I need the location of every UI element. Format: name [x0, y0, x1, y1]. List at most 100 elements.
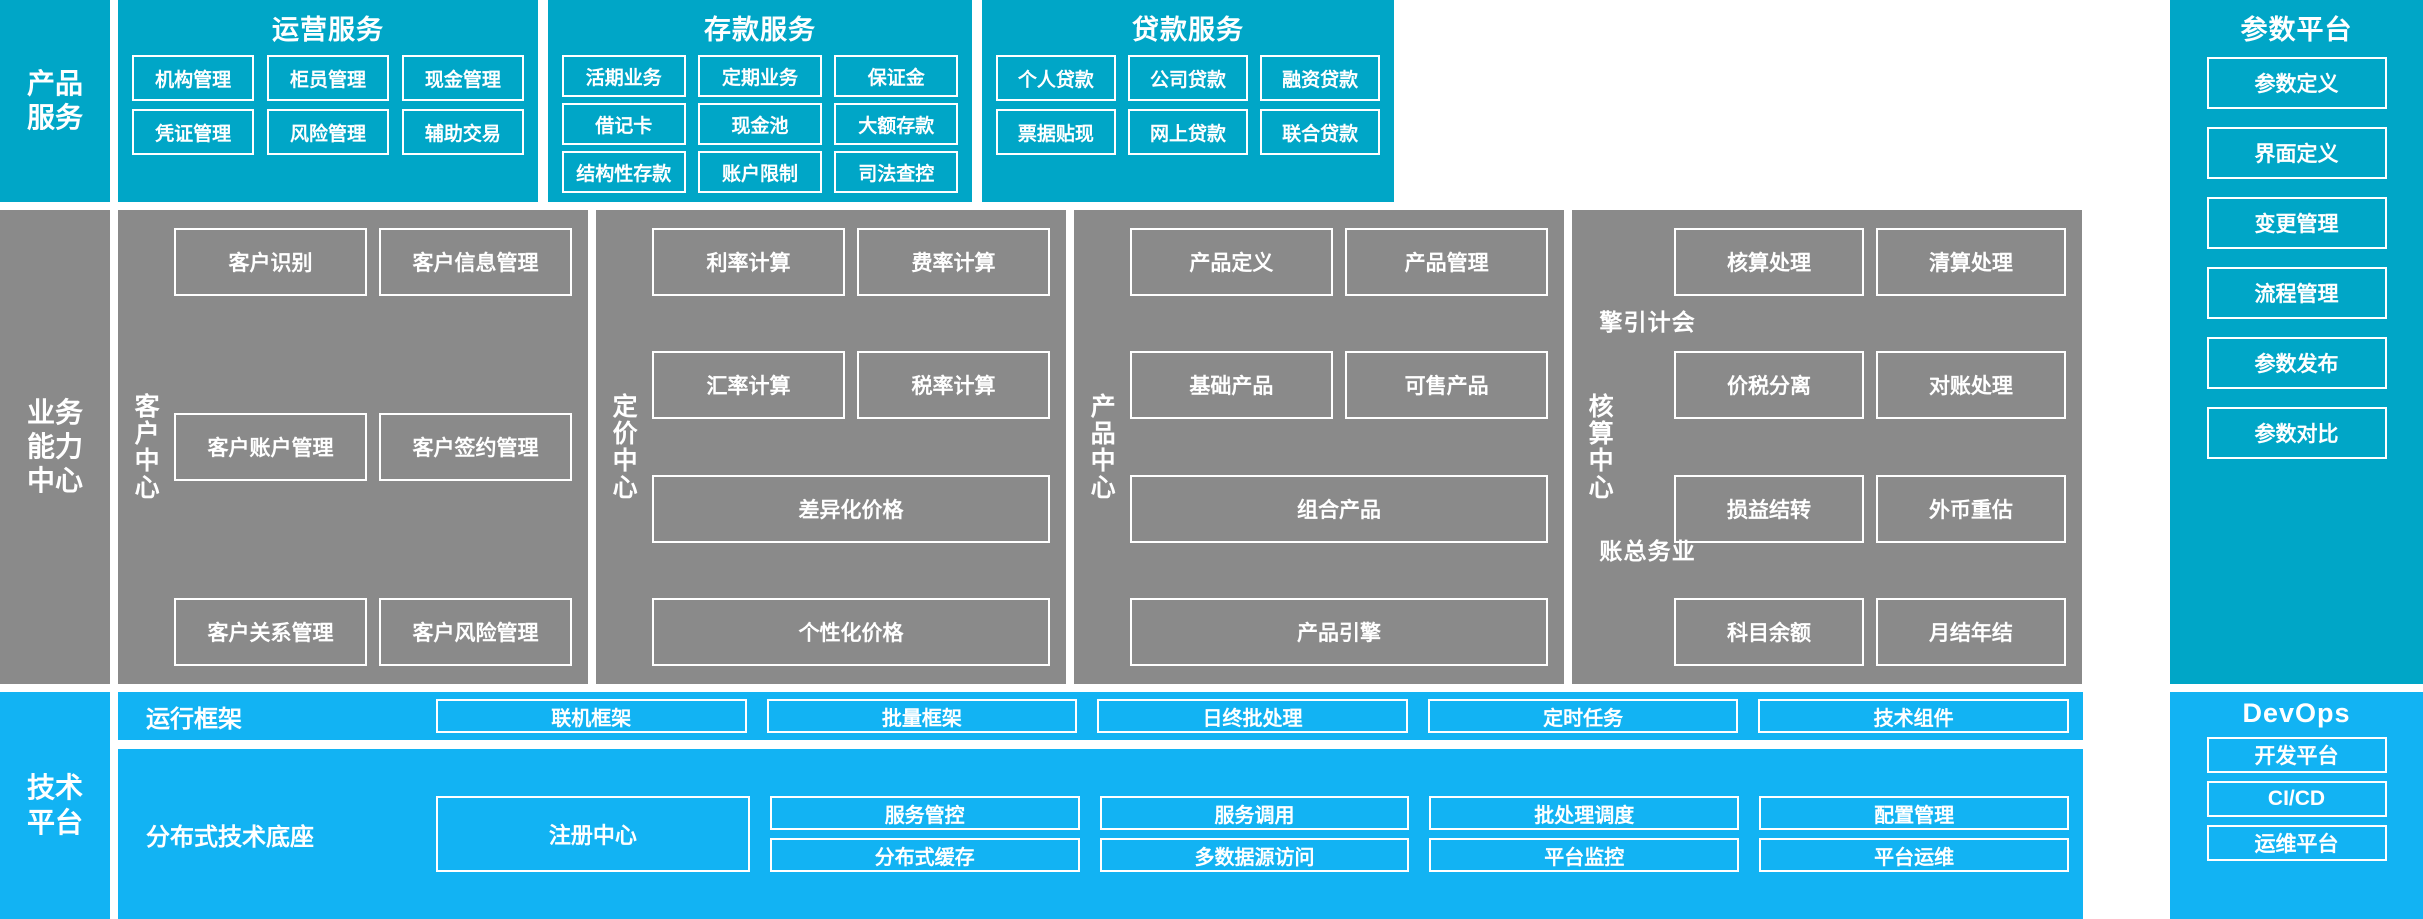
cell-risk-mgmt[interactable]: 风险管理 — [266, 109, 390, 155]
cell-online-framework[interactable]: 联机框架 — [436, 699, 747, 733]
cell-teller-mgmt[interactable]: 柜员管理 — [266, 55, 390, 101]
accounting-subgroup-labels: 会计引擎 业务总账 — [1595, 218, 1695, 676]
cell-price-tax-separation[interactable]: 价税分离 — [1674, 351, 1865, 420]
base-column-1: 服务管控 分布式缓存 — [769, 796, 1080, 872]
cell-time-deposit[interactable]: 定期业务 — [698, 55, 822, 97]
panel-product-center: 产品中心 产品定义 产品管理 基础产品 可售产品 组合产品 产品引擎 — [1074, 210, 1564, 684]
cell-platform-operations[interactable]: 平台运维 — [1759, 838, 2069, 872]
cell-demand-deposit[interactable]: 活期业务 — [562, 55, 686, 97]
cell-corporate-loan[interactable]: 公司贷款 — [1128, 55, 1248, 101]
base-column-2: 服务调用 多数据源访问 — [1099, 796, 1410, 872]
cell-auxiliary-transaction[interactable]: 辅助交易 — [401, 109, 524, 155]
accounting-center-grid: 核算处理 清算处理 价税分离 对账处理 损益结转 外币重估 科目余额 月结年结 — [1668, 218, 2072, 676]
cell-differentiated-pricing[interactable]: 差异化价格 — [652, 474, 1050, 543]
cell-parameter-comparison[interactable]: 参数对比 — [2206, 407, 2387, 459]
cell-cash-pool[interactable]: 现金池 — [698, 103, 822, 145]
panel-pricing-center: 定价中心 利率计算 费率计算 汇率计算 税率计算 差异化价格 个性化价格 — [596, 210, 1066, 684]
panel-parameter-platform: 参数平台 参数定义 界面定义 变更管理 流程管理 参数发布 参数对比 — [2170, 0, 2423, 684]
operations-cell-grid: 机构管理 柜员管理 现金管理 凭证管理 风险管理 辅助交易 — [132, 55, 524, 163]
cell-development-platform[interactable]: 开发平台 — [2206, 737, 2387, 773]
cell-online-loan[interactable]: 网上贷款 — [1128, 109, 1248, 155]
cell-registry-center[interactable]: 注册中心 — [436, 796, 750, 872]
runtime-framework-name: 运行框架 — [146, 705, 242, 733]
panel-loan-services: 贷款服务 个人贷款 公司贷款 融资贷款 票据贴现 网上贷款 联合贷款 — [982, 0, 1394, 202]
cell-customer-relationship-mgmt[interactable]: 客户关系管理 — [174, 598, 368, 666]
cell-product-definition[interactable]: 产品定义 — [1130, 228, 1333, 296]
product-services-panels: 运营服务 机构管理 柜员管理 现金管理 凭证管理 风险管理 辅助交易 存款服务 … — [118, 0, 2423, 202]
vlabel-product-center: 产品中心 — [1087, 393, 1116, 501]
cell-customer-identification[interactable]: 客户识别 — [174, 228, 368, 296]
cell-parameter-definition[interactable]: 参数定义 — [2206, 57, 2387, 109]
customer-center-grid: 客户识别 客户信息管理 客户账户管理 客户签约管理 客户关系管理 客户风险管理 — [168, 218, 578, 676]
cell-exchange-rate-calc[interactable]: 汇率计算 — [652, 351, 846, 420]
panel-title-deposit: 存款服务 — [704, 15, 816, 45]
cell-reconciliation-processing[interactable]: 对账处理 — [1875, 351, 2066, 420]
cell-customer-info-mgmt[interactable]: 客户信息管理 — [378, 228, 572, 296]
cell-service-invocation[interactable]: 服务调用 — [1099, 796, 1410, 830]
cell-structured-deposit[interactable]: 结构性存款 — [562, 151, 686, 193]
cell-service-governance[interactable]: 服务管控 — [769, 796, 1080, 830]
panel-customer-center: 客户中心 客户识别 客户信息管理 客户账户管理 客户签约管理 客户关系管理 客户… — [118, 210, 588, 684]
cell-account-balance[interactable]: 科目余额 — [1674, 597, 1865, 666]
cell-fee-rate-calc[interactable]: 费率计算 — [856, 228, 1050, 296]
base-column-3: 批处理调度 平台监控 — [1429, 796, 1740, 872]
product-center-grid: 产品定义 产品管理 基础产品 可售产品 组合产品 产品引擎 — [1124, 218, 1554, 676]
cell-process-mgmt[interactable]: 流程管理 — [2206, 267, 2387, 319]
cell-foreign-currency-revaluation[interactable]: 外币重估 — [1875, 474, 2066, 543]
cell-account-restriction[interactable]: 账户限制 — [698, 151, 822, 193]
panel-operations-services: 运营服务 机构管理 柜员管理 现金管理 凭证管理 风险管理 辅助交易 — [118, 0, 538, 202]
deposit-cell-grid: 活期业务 定期业务 保证金 借记卡 现金池 大额存款 结构性存款 账户限制 司法… — [562, 55, 958, 199]
cell-scheduled-task[interactable]: 定时任务 — [1427, 699, 1739, 733]
cell-product-engine[interactable]: 产品引擎 — [1130, 597, 1548, 666]
cell-month-year-end-closing[interactable]: 月结年结 — [1875, 597, 2066, 666]
vlabel-business-ledger: 业务总账 — [1595, 538, 1695, 564]
cell-personal-loan[interactable]: 个人贷款 — [996, 55, 1116, 101]
cell-composite-product[interactable]: 组合产品 — [1130, 474, 1548, 543]
cell-profit-loss-carryover[interactable]: 损益结转 — [1674, 474, 1865, 543]
vlabel-customer-center: 客户中心 — [131, 393, 160, 501]
cell-syndicated-loan[interactable]: 联合贷款 — [1260, 109, 1380, 155]
cell-sellable-product[interactable]: 可售产品 — [1345, 351, 1548, 420]
cell-accounting-processing[interactable]: 核算处理 — [1674, 228, 1865, 296]
technical-platform-label: 技术平台 — [0, 692, 110, 919]
cell-change-mgmt[interactable]: 变更管理 — [2206, 197, 2387, 249]
cell-tax-rate-calc[interactable]: 税率计算 — [856, 351, 1050, 420]
business-capability-panels: 客户中心 客户识别 客户信息管理 客户账户管理 客户签约管理 客户关系管理 客户… — [118, 210, 2423, 684]
cell-interface-definition[interactable]: 界面定义 — [2206, 127, 2387, 179]
cell-organization-mgmt[interactable]: 机构管理 — [132, 55, 255, 101]
cell-voucher-mgmt[interactable]: 凭证管理 — [132, 109, 255, 155]
cell-configuration-mgmt[interactable]: 配置管理 — [1759, 796, 2069, 830]
cell-platform-monitoring[interactable]: 平台监控 — [1429, 838, 1740, 872]
cell-cash-mgmt[interactable]: 现金管理 — [401, 55, 524, 101]
cell-financing-loan[interactable]: 融资贷款 — [1260, 55, 1380, 101]
cell-basic-product[interactable]: 基础产品 — [1130, 351, 1333, 420]
cell-parameter-release[interactable]: 参数发布 — [2206, 337, 2387, 389]
cell-bill-discount[interactable]: 票据贴现 — [996, 109, 1116, 155]
cell-batch-scheduling[interactable]: 批处理调度 — [1429, 796, 1740, 830]
cell-margin-deposit[interactable]: 保证金 — [834, 55, 958, 97]
business-capability-label: 业务能力中心 — [0, 210, 110, 684]
panel-title-operations: 运营服务 — [272, 15, 384, 45]
cell-batch-framework[interactable]: 批量框架 — [766, 699, 1078, 733]
cell-technical-component[interactable]: 技术组件 — [1758, 699, 2069, 733]
cell-customer-contract-mgmt[interactable]: 客户签约管理 — [378, 413, 572, 481]
cell-distributed-cache[interactable]: 分布式缓存 — [769, 838, 1080, 872]
cell-operations-platform[interactable]: 运维平台 — [2206, 825, 2387, 861]
vlabel-pricing-center: 定价中心 — [609, 393, 638, 501]
cell-eod-batch-processing[interactable]: 日终批处理 — [1097, 699, 1408, 733]
cell-ci-cd[interactable]: CI/CD — [2206, 781, 2387, 817]
runtime-framework-cells: 联机框架 批量框架 日终批处理 定时任务 技术组件 — [436, 699, 2069, 733]
cell-personalized-pricing[interactable]: 个性化价格 — [652, 597, 1050, 666]
cell-multi-datasource-access[interactable]: 多数据源访问 — [1099, 838, 1410, 872]
panel-deposit-services: 存款服务 活期业务 定期业务 保证金 借记卡 现金池 大额存款 结构性存款 账户… — [548, 0, 972, 202]
cell-product-mgmt[interactable]: 产品管理 — [1345, 228, 1548, 296]
cell-judicial-inquiry[interactable]: 司法查控 — [834, 151, 958, 193]
cell-interest-rate-calc[interactable]: 利率计算 — [652, 228, 846, 296]
cell-customer-risk-mgmt[interactable]: 客户风险管理 — [378, 598, 572, 666]
cell-clearing-processing[interactable]: 清算处理 — [1875, 228, 2066, 296]
cell-debit-card[interactable]: 借记卡 — [562, 103, 686, 145]
cell-customer-account-mgmt[interactable]: 客户账户管理 — [174, 413, 368, 481]
vlabel-accounting-engine: 会计引擎 — [1595, 309, 1695, 335]
cell-large-deposit[interactable]: 大额存款 — [834, 103, 958, 145]
